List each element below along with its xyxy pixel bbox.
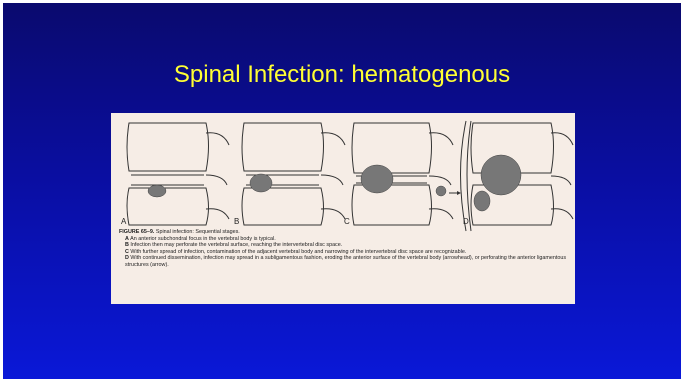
caption-line-a: A An anterior subchondral focus in the v…: [119, 236, 569, 243]
panel-b-drawing: [242, 123, 345, 225]
panel-d-focus-2: [474, 191, 490, 211]
slide-title: Spinal Infection: hematogenous: [3, 61, 681, 89]
caption-heading: FIGURE 65–9.: [119, 229, 154, 235]
panel-d-arrow: [457, 191, 461, 195]
panel-a-drawing: [127, 123, 229, 225]
figure-caption: FIGURE 65–9. Spinal infection: Sequentia…: [119, 229, 569, 269]
caption-heading-text: Spinal infection: Sequential stages.: [156, 229, 240, 235]
spine-diagram: [111, 113, 575, 304]
panel-b-focus: [250, 174, 272, 192]
panel-label-a: A: [121, 217, 126, 226]
panel-d-focus-3: [436, 186, 446, 196]
slide: Spinal Infection: hematogenous: [3, 3, 681, 379]
panel-label-c: C: [344, 217, 350, 226]
panel-a-focus: [148, 185, 166, 197]
panel-label-d: D: [463, 217, 469, 226]
panel-d-focus: [481, 155, 521, 195]
figure-image: A B C D FIGURE 65–9. Spinal infection: S…: [111, 113, 575, 304]
caption-line-b: B Infection then may perforate the verte…: [119, 242, 569, 249]
caption-line-c: C With further spread of infection, cont…: [119, 249, 569, 256]
panel-label-b: B: [234, 217, 239, 226]
caption-line-d: D With continued dissemination, infectio…: [119, 255, 569, 268]
panel-c-focus: [361, 165, 393, 193]
